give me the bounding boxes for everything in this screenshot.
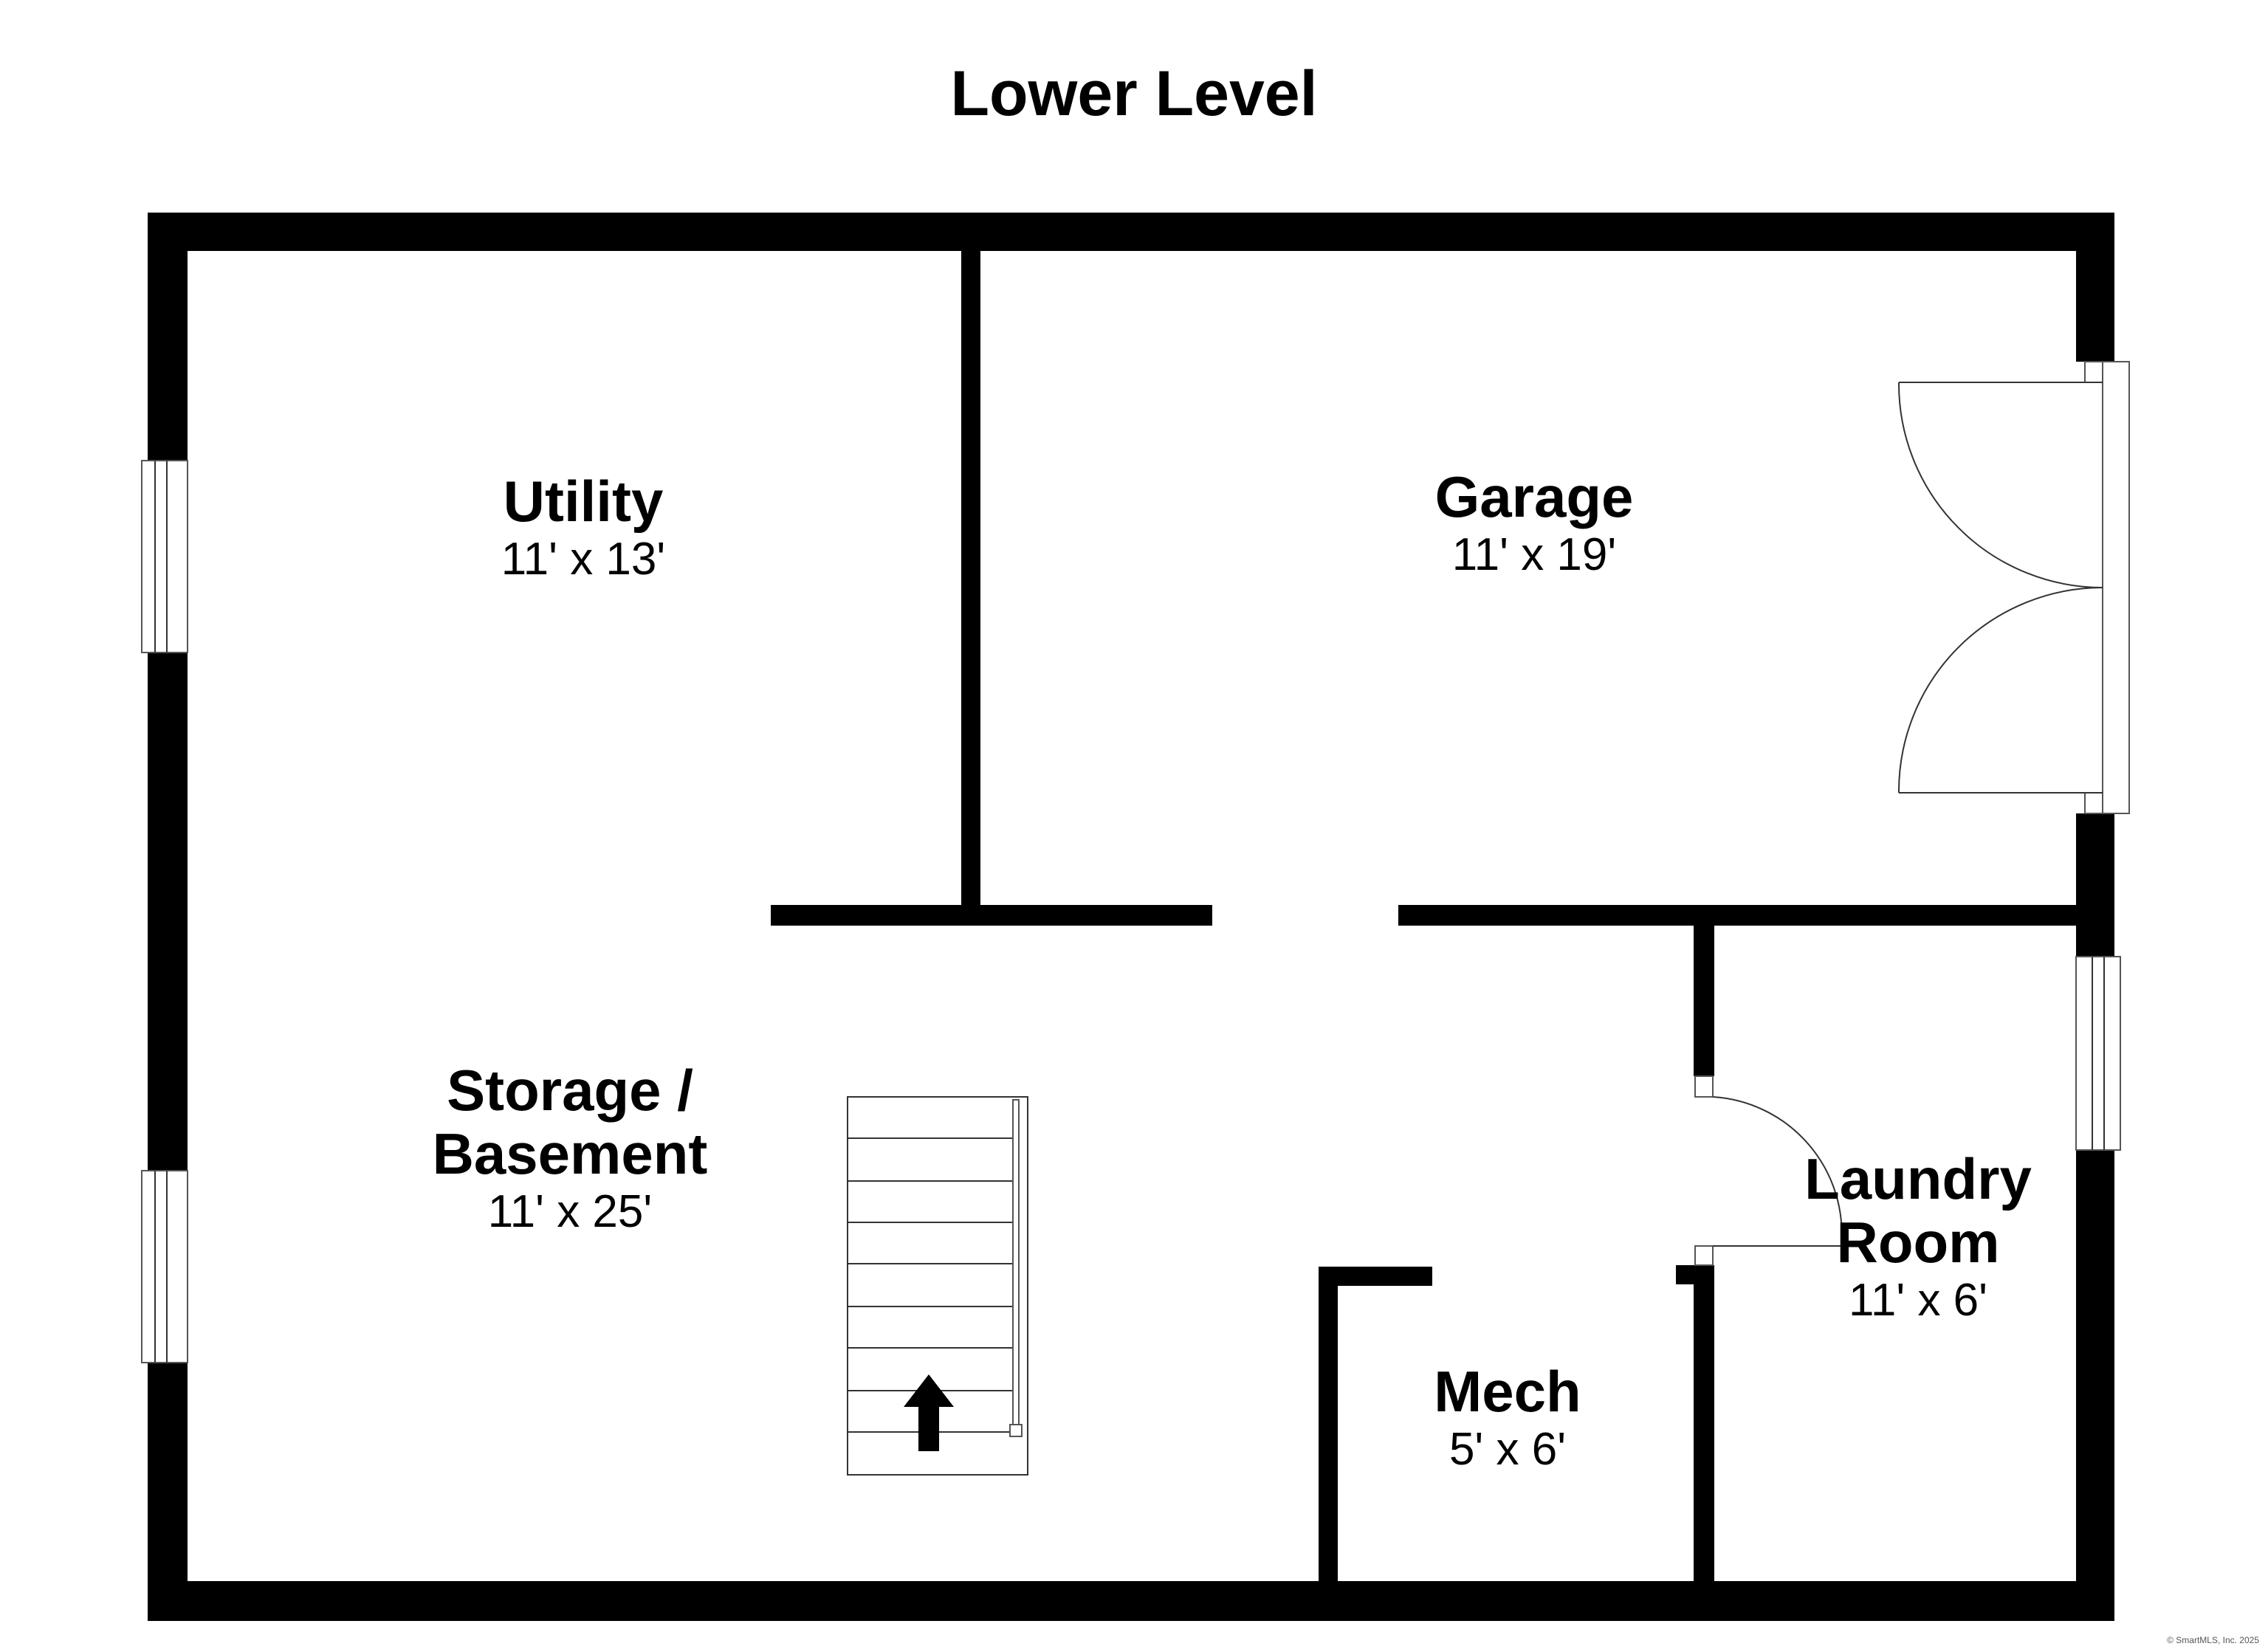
window-left-utility	[141, 460, 188, 653]
wall-left-1	[148, 213, 188, 461]
room-utility-dims: 11' x 13'	[501, 534, 665, 585]
room-garage-name: Garage	[1435, 464, 1634, 529]
window-left-storage	[141, 1170, 188, 1363]
room-garage: Garage 11' x 19'	[1435, 464, 1634, 580]
wall-storage-utility	[771, 905, 1212, 926]
wall-laundry-stub	[1676, 1265, 1714, 1284]
stairs	[847, 1096, 1028, 1476]
copyright-notice: © SmartMLS, Inc. 2025	[2167, 1635, 2259, 1645]
room-laundry-dims: 11' x 6'	[1849, 1275, 1987, 1326]
wall-storage-garage	[1398, 905, 2076, 926]
room-utility-name: Utility	[504, 469, 664, 534]
wall-bottom	[148, 1581, 2114, 1621]
room-laundry-name-line2: Room	[1837, 1210, 2000, 1275]
laundry-door	[1694, 1075, 1843, 1266]
floor-title: Lower Level	[950, 58, 1317, 129]
wall-laundry-left-upper	[1694, 926, 1714, 1076]
room-storage-name-line2: Basement	[433, 1121, 708, 1186]
stair-handrail	[1012, 1099, 1020, 1430]
room-mech-dims: 5' x 6'	[1449, 1424, 1566, 1475]
room-mech-name: Mech	[1434, 1359, 1581, 1424]
room-mech: Mech 5' x 6'	[1434, 1359, 1581, 1475]
room-laundry: Laundry Room 11' x 6'	[1804, 1146, 2032, 1326]
windows	[141, 460, 2121, 1363]
room-utility: Utility 11' x 13'	[501, 469, 665, 585]
wall-utility-garage	[961, 251, 980, 908]
wall-top	[148, 213, 2114, 251]
exterior-walls	[148, 213, 2114, 1621]
wall-mech-left	[1319, 1267, 1338, 1581]
room-storage-dims: 11' x 25'	[488, 1186, 652, 1237]
wall-left-2	[148, 653, 188, 1171]
interior-walls	[771, 251, 2076, 1581]
room-garage-dims: 11' x 19'	[1452, 529, 1616, 580]
up-arrow-icon	[904, 1374, 954, 1451]
wall-right-1	[2076, 213, 2114, 362]
wall-right-3	[2076, 1150, 2114, 1621]
wall-mech-top	[1319, 1267, 1432, 1286]
window-right-laundry	[2075, 956, 2121, 1151]
room-laundry-name-line1: Laundry	[1804, 1146, 2032, 1211]
wall-left-3	[148, 1363, 188, 1621]
wall-right-2	[2076, 813, 2114, 957]
wall-laundry-left-lower	[1694, 1265, 1714, 1581]
garage-door	[1897, 361, 2130, 814]
room-storage: Storage / Basement 11' x 25'	[433, 1058, 708, 1237]
room-storage-name-line1: Storage /	[447, 1058, 693, 1123]
garage-door-frame	[2102, 361, 2130, 814]
